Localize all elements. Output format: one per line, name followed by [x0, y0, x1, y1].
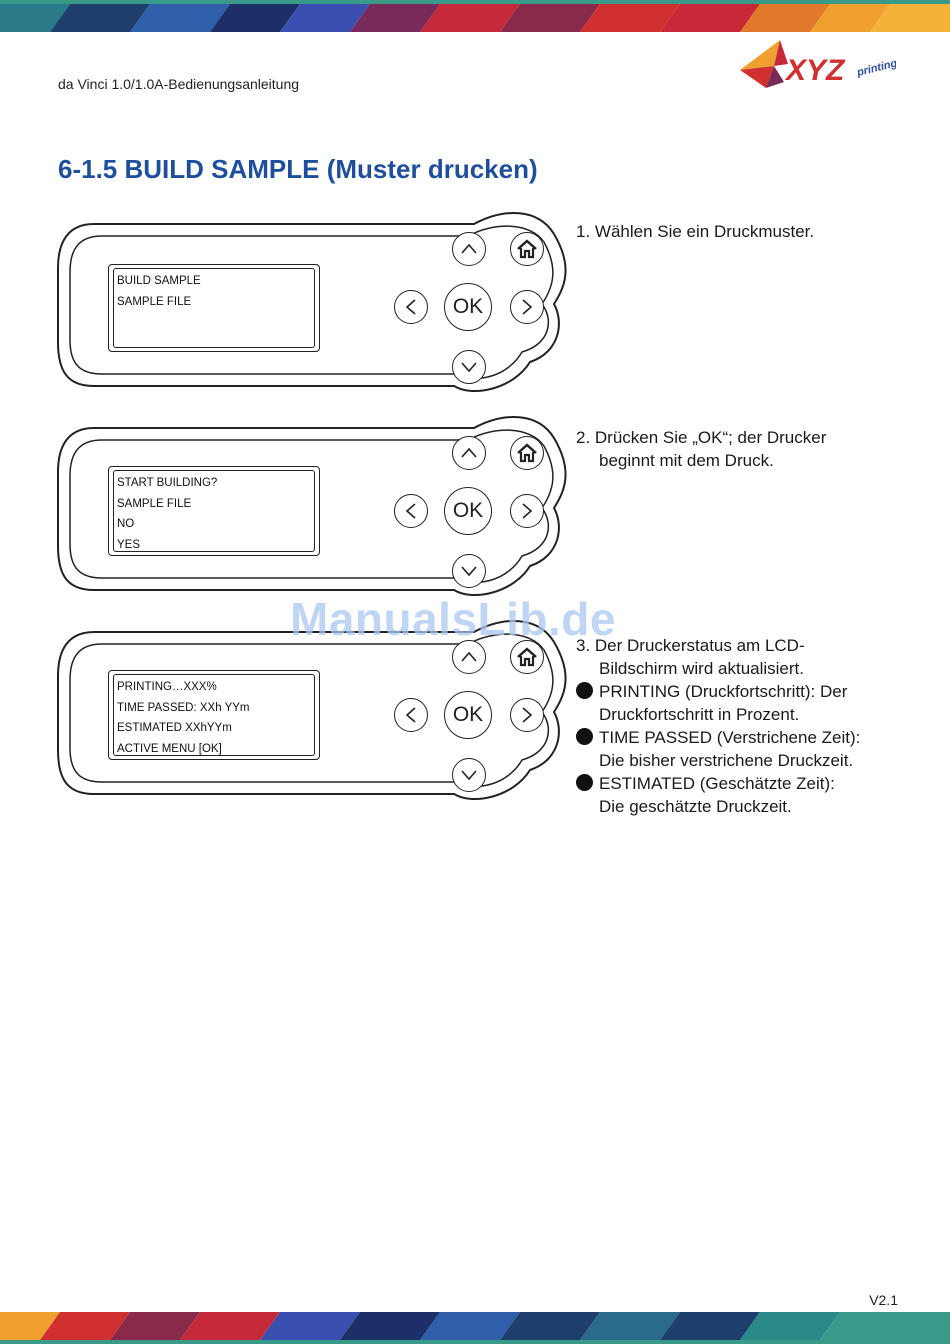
chevron-left-icon: [405, 503, 416, 519]
up-button[interactable]: [452, 232, 486, 266]
lcd-line-4: ACTIVE MENU [OK]: [117, 742, 222, 755]
step-2-text: 2. Drücken Sie „OK“; der Drucker beginnt…: [576, 426, 826, 472]
down-button[interactable]: [452, 554, 486, 588]
chevron-right-icon: [522, 299, 533, 315]
bottom-color-band: [0, 1312, 950, 1344]
bullet-estimated-line-1: ESTIMATED (Geschätzte Zeit):: [599, 774, 835, 793]
home-icon: [517, 647, 537, 667]
lcd-line-2: TIME PASSED: XXh YYm: [117, 701, 250, 714]
bullet-time-passed-line-2: Die bisher verstrichene Druckzeit.: [599, 751, 854, 770]
step-3-line-2: Bildschirm wird aktualisiert.: [599, 659, 804, 678]
bullet-printing-line-1: PRINTING (Druckfortschritt): Der: [599, 682, 848, 701]
bullet-item-time-passed: TIME PASSED (Verstrichene Zeit):: [576, 726, 860, 749]
chevron-left-icon: [405, 299, 416, 315]
top-color-band: [0, 0, 950, 32]
left-button[interactable]: [394, 698, 428, 732]
chevron-down-icon: [461, 770, 477, 781]
home-icon: [517, 443, 537, 463]
bullet-time-passed-line-1: TIME PASSED (Verstrichene Zeit):: [599, 728, 861, 747]
lcd-line-4: YES: [117, 538, 141, 551]
bullet-icon: [576, 728, 593, 745]
bullet-item-estimated: ESTIMATED (Geschätzte Zeit):: [576, 772, 860, 795]
left-button[interactable]: [394, 494, 428, 528]
bullet-estimated-line-2: Die geschätzte Druckzeit.: [599, 797, 792, 816]
step-1-line-1: 1. Wählen Sie ein Druckmuster.: [576, 222, 815, 241]
bullet-icon: [576, 682, 593, 699]
home-button[interactable]: [510, 640, 544, 674]
chevron-up-icon: [461, 447, 477, 458]
chevron-down-icon: [461, 362, 477, 373]
chevron-up-icon: [461, 651, 477, 662]
lcd-screen: BUILD SAMPLE SAMPLE FILE: [108, 264, 320, 352]
home-icon: [517, 239, 537, 259]
right-button[interactable]: [510, 290, 544, 324]
control-panel-1: BUILD SAMPLE SAMPLE FILE OK: [54, 212, 574, 412]
lcd-line-3: NO: [117, 518, 135, 530]
xyz-printing-logo: XYZ printing: [736, 36, 896, 98]
home-button[interactable]: [510, 436, 544, 470]
lcd-line-2: SAMPLE FILE: [117, 295, 192, 308]
bullet-item-printing: PRINTING (Druckfortschritt): Der: [576, 680, 860, 703]
lcd-screen: PRINTING…XXX% TIME PASSED: XXh YYm ESTIM…: [108, 670, 320, 760]
svg-text:printing: printing: [855, 57, 896, 79]
chevron-right-icon: [522, 707, 533, 723]
bullet-icon: [576, 774, 593, 791]
chevron-left-icon: [405, 707, 416, 723]
step-2-line-1: 2. Drücken Sie „OK“; der Drucker: [576, 428, 827, 447]
lcd-line-2: SAMPLE FILE: [117, 497, 192, 510]
lcd-line-3: ESTIMATED XXhYYm: [117, 722, 232, 734]
chevron-right-icon: [522, 503, 533, 519]
ok-button-label: OK: [452, 499, 484, 522]
ok-button[interactable]: OK: [444, 487, 492, 535]
ok-button[interactable]: OK: [444, 283, 492, 331]
chevron-up-icon: [461, 243, 477, 254]
version-label: V2.1: [869, 1292, 898, 1308]
left-button[interactable]: [394, 290, 428, 324]
control-panel-2: START BUILDING? SAMPLE FILE NO YES OK: [54, 416, 574, 616]
down-button[interactable]: [452, 350, 486, 384]
lcd-line-1: PRINTING…XXX%: [117, 681, 217, 693]
step-3-text: 3. Der Druckerstatus am LCD- Bildschirm …: [576, 634, 860, 818]
up-button[interactable]: [452, 436, 486, 470]
svg-text:XYZ: XYZ: [784, 54, 846, 87]
ok-button[interactable]: OK: [444, 691, 492, 739]
down-button[interactable]: [452, 758, 486, 792]
lcd-screen: START BUILDING? SAMPLE FILE NO YES: [108, 466, 320, 556]
home-button[interactable]: [510, 232, 544, 266]
ok-button-label: OK: [452, 703, 484, 726]
watermark: ManualsLib.de: [290, 593, 616, 645]
right-button[interactable]: [510, 494, 544, 528]
step-2-line-2: beginnt mit dem Druck.: [599, 451, 774, 470]
ok-button-label: OK: [452, 295, 484, 318]
bullet-printing-line-2: Druckfortschritt in Prozent.: [599, 705, 800, 724]
right-button[interactable]: [510, 698, 544, 732]
step-1-text: 1. Wählen Sie ein Druckmuster.: [576, 220, 814, 243]
document-title: da Vinci 1.0/1.0A-Bedienungsanleitung: [58, 76, 300, 92]
lcd-line-1: BUILD SAMPLE: [117, 275, 201, 287]
lcd-line-1: START BUILDING?: [117, 477, 218, 489]
section-heading: 6-1.5 BUILD SAMPLE (Muster drucken): [58, 154, 538, 184]
chevron-down-icon: [461, 566, 477, 577]
control-panel-3: PRINTING…XXX% TIME PASSED: XXh YYm ESTIM…: [54, 620, 574, 820]
step-3-line-1: 3. Der Druckerstatus am LCD-: [576, 636, 805, 655]
up-button[interactable]: [452, 640, 486, 674]
